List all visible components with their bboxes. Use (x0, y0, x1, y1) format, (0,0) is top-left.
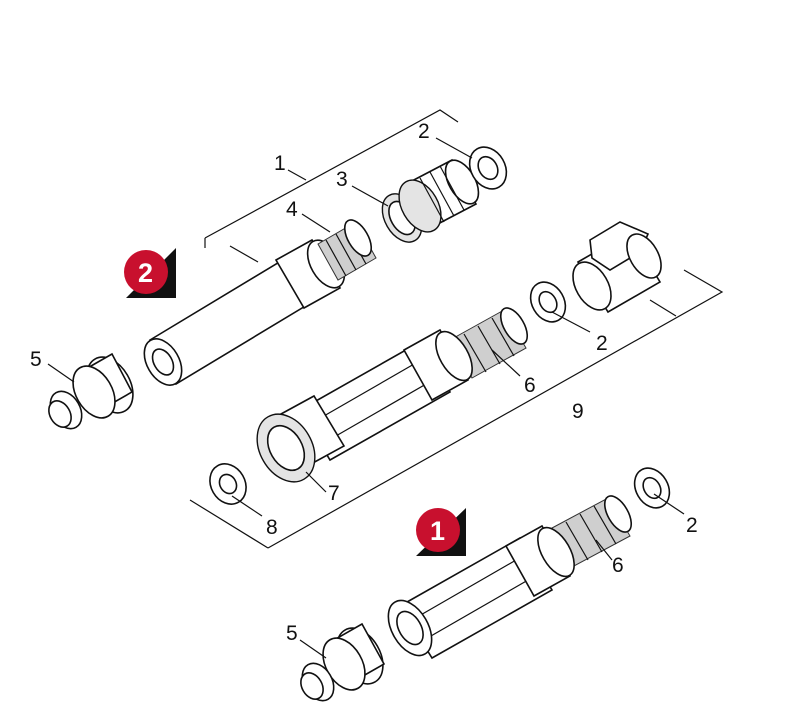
label-washer-middle: 2 (596, 332, 608, 355)
hose-connector-lower (300, 622, 386, 702)
threaded-adapter (572, 221, 662, 314)
assembly-1-bracket (204, 109, 459, 263)
label-filter-6-middle: 6 (524, 374, 536, 397)
washer-middle (529, 281, 567, 323)
union-nut-7 (256, 394, 346, 483)
label-assembly-9: 9 (572, 400, 584, 423)
assembly-9-bracket (189, 269, 724, 549)
variant-1-badge: 1 (416, 508, 466, 556)
washer-lower (633, 467, 671, 509)
variant-2-badge: 2 (124, 248, 176, 298)
washer-top (468, 146, 508, 190)
label-washer-front: 8 (266, 516, 278, 539)
hose-connector-upper (48, 352, 134, 430)
leader-lines (47, 137, 685, 659)
label-ring-3: 3 (336, 168, 348, 191)
label-washer-lower: 2 (686, 514, 698, 537)
filter-element-4 (317, 219, 377, 281)
filter-housing (298, 328, 473, 462)
filter-housing-lower (387, 524, 575, 660)
label-filter-6-lower: 6 (612, 554, 624, 577)
variant-2-badge-text: 2 (138, 258, 153, 288)
filter-element-6-lower (551, 495, 633, 567)
label-nut-7: 7 (328, 482, 340, 505)
label-washer-top: 2 (418, 120, 430, 143)
washer-front (209, 463, 247, 505)
variant-1-badge-text: 1 (430, 516, 445, 546)
label-connector-lower: 5 (286, 622, 298, 645)
label-connector-upper: 5 (30, 348, 42, 371)
label-filter-4: 4 (286, 198, 298, 221)
label-assembly-1: 1 (274, 152, 286, 175)
